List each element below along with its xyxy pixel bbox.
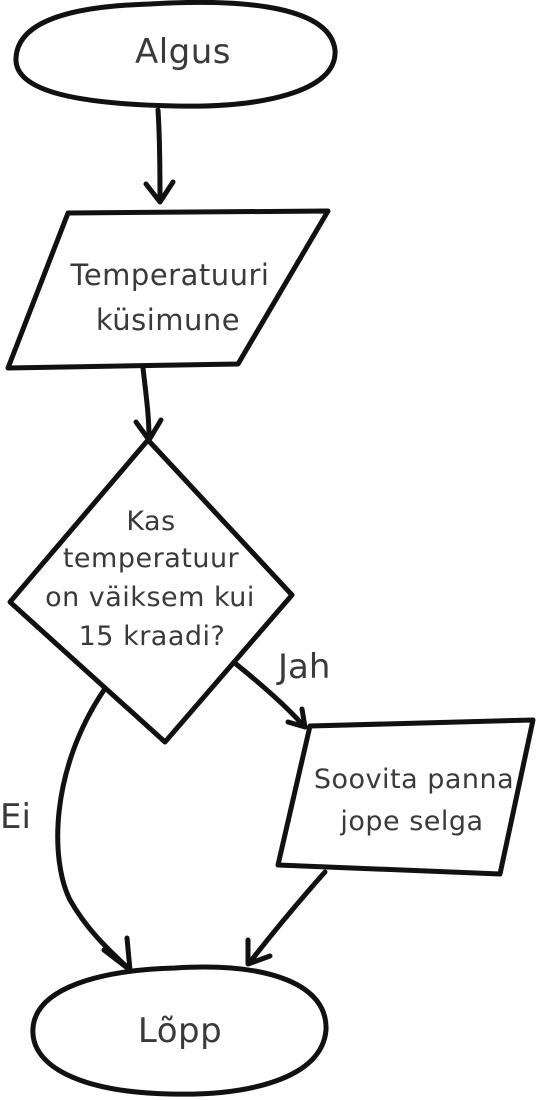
yes-label: Jah (276, 647, 330, 687)
arrowhead-icon (101, 935, 133, 973)
decision-label-line2: temperatuur (63, 543, 240, 574)
no-label: Ei (0, 797, 31, 837)
edge-start-to-input (143, 107, 176, 205)
advice-label-line2: jope selga (339, 806, 483, 837)
arrowhead-icon (285, 706, 308, 730)
decision-diamond (7, 437, 295, 745)
edge-advice-to-end (245, 869, 328, 967)
edge-line (55, 687, 133, 973)
edge-input-to-decision (133, 365, 164, 443)
input-node: Temperatuuri küsimune (5, 208, 331, 371)
arrowhead-icon (245, 937, 273, 967)
end-oval (30, 964, 329, 1097)
edge-line (155, 107, 163, 203)
edge-decision-to-end: Ei (0, 687, 133, 973)
edge-line (247, 869, 328, 965)
edge-line (140, 365, 152, 441)
decision-label-line1: Kas (126, 506, 175, 537)
advice-node: Soovita panna jope selga (275, 717, 536, 877)
end-label: Lõpp (138, 1011, 222, 1051)
decision-node: Kas temperatuur on väiksem kui 15 kraadi… (7, 437, 295, 745)
input-label-line1: Temperatuuri (70, 258, 270, 292)
advice-label-line1: Soovita panna (314, 764, 514, 795)
start-label: Algus (135, 32, 231, 72)
start-oval (13, 0, 338, 109)
arrowhead-icon (143, 179, 176, 205)
advice-parallelogram (275, 717, 536, 877)
edge-line (233, 661, 305, 727)
edge-decision-to-advice: Jah (233, 647, 330, 730)
decision-label-line3: on väiksem kui (45, 582, 255, 613)
decision-label-line4: 15 kraadi? (79, 621, 226, 652)
input-parallelogram (5, 208, 331, 371)
end-node: Lõpp (30, 964, 329, 1097)
start-node: Algus (13, 0, 338, 109)
input-label-line2: küsimune (96, 303, 240, 337)
